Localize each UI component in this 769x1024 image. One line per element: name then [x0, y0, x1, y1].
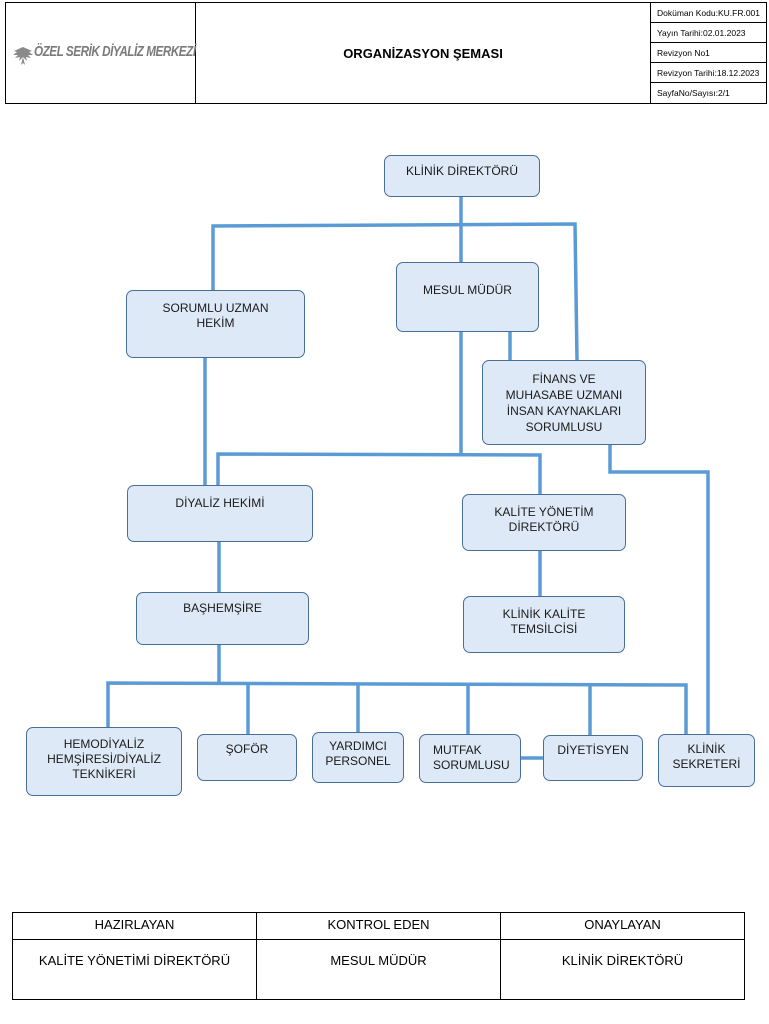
publish-date: Yayın Tarihi:02.01.2023 [651, 23, 766, 43]
box-bashemsire: BAŞHEMŞİRE [136, 592, 309, 645]
box-label: FİNANS VE [532, 372, 596, 386]
box-label: BAŞHEMŞİRE [183, 601, 262, 615]
approval-table: HAZIRLAYAN KONTROL EDEN ONAYLAYAN KALİTE… [12, 912, 745, 1000]
box-label: KLİNİK KALİTE [502, 607, 586, 621]
box-label: DİYETİSYEN [557, 743, 629, 757]
box-label: MESUL MÜDÜR [423, 283, 512, 297]
box-mutfak-sorumlusu: MUTFAK SORUMLUSU [419, 734, 521, 783]
box-label: KLİNİK DİREKTÖRÜ [405, 164, 519, 178]
box-sofor: ŞOFÖR [197, 734, 297, 781]
connector-finans-sekreter [608, 444, 710, 735]
box-label: İNSAN KAYNAKLARI [506, 404, 622, 418]
box-label: MUHASABE UZMANI [505, 388, 623, 402]
revision-number: Revizyon No1 [651, 43, 766, 63]
box-label: TEKNİKERİ [72, 767, 136, 781]
box-label: SEKRETERİ [672, 757, 741, 771]
logo-cell: ÖZEL SERİK DİYALİZ MERKEZİ [6, 3, 196, 103]
box-label: TEMSİLCİSİ [510, 622, 578, 636]
header-checked-by: KONTROL EDEN [327, 917, 430, 932]
box-klinik-kalite-temsilcisi: KLİNİK KALİTE TEMSİLCİSİ [463, 596, 625, 653]
box-label: KLİNİK [687, 742, 726, 756]
box-kalite-yonetim-direktoru: KALİTE YÖNETİM DİREKTÖRÜ [462, 494, 626, 551]
box-sorumlu-uzman-hekim: SORUMLU UZMAN HEKİM [126, 290, 305, 358]
box-diyaliz-hekimi: DİYALİZ HEKİMİ [127, 485, 313, 542]
header-approved-by: ONAYLAYAN [584, 917, 661, 932]
table-divider [256, 913, 257, 999]
value-approved-by: KLİNİK DİREKTÖRÜ [561, 953, 684, 968]
document-title: ORGANİZASYON ŞEMASI [196, 3, 651, 103]
box-label: SORUMLUSU [433, 758, 510, 772]
box-label: KALİTE YÖNETİM [494, 505, 594, 519]
connector-top-branch [211, 222, 579, 361]
box-label: SORUMLUSU [525, 420, 603, 434]
box-label: HEKİM [196, 316, 235, 330]
value-checked-by: MESUL MÜDÜR [330, 953, 427, 968]
revision-date: Revizyon Tarihi:18.12.2023 [651, 63, 766, 83]
document-header: ÖZEL SERİK DİYALİZ MERKEZİ ORGANİZASYON … [5, 2, 767, 104]
box-diyetisyen: DİYETİSYEN [543, 735, 643, 781]
document-info: Doküman Kodu:KU.FR.001 Yayın Tarihi:02.0… [651, 3, 766, 103]
box-label: HEMŞİRESİ/DİYALİZ [47, 752, 161, 766]
wings-logo-icon [13, 47, 33, 65]
table-divider [13, 939, 744, 940]
box-label: DİREKTÖRÜ [508, 520, 580, 534]
header-prepared-by: HAZIRLAYAN [94, 917, 175, 932]
box-label: PERSONEL [325, 754, 391, 768]
page-number: SayfaNo/Sayısı:2/1 [657, 88, 730, 98]
document-code: Doküman Kodu:KU.FR.001 [651, 3, 766, 23]
table-divider [500, 913, 501, 999]
connector-mid-branch [216, 452, 542, 495]
box-label: ŞOFÖR [225, 742, 269, 756]
box-label: HEMODİYALİZ [63, 737, 145, 751]
box-hemodiyaliz-hemsiresi: HEMODİYALİZ HEMŞİRESİ/DİYALİZ TEKNİKERİ [26, 727, 182, 796]
box-label: SORUMLU UZMAN [162, 301, 269, 315]
box-label: MUTFAK [433, 743, 482, 757]
box-mesul-mudur: MESUL MÜDÜR [396, 262, 539, 332]
box-finans-muhasabe: FİNANS VE MUHASABE UZMANI İNSAN KAYNAKLA… [482, 360, 646, 445]
box-klinik-sekreteri: KLİNİK SEKRETERİ [658, 734, 755, 787]
box-label: DİYALİZ HEKİMİ [175, 496, 265, 510]
logo-text: ÖZEL SERİK DİYALİZ MERKEZİ [34, 43, 196, 60]
box-klinik-direktoru: KLİNİK DİREKTÖRÜ [384, 155, 540, 197]
box-label: YARDIMCI [329, 739, 387, 753]
box-yardimci-personel: YARDIMCI PERSONEL [312, 732, 404, 783]
connector-staff-bar [106, 681, 688, 735]
value-prepared-by: KALİTE YÖNETİMİ DİREKTÖRÜ [38, 953, 231, 968]
